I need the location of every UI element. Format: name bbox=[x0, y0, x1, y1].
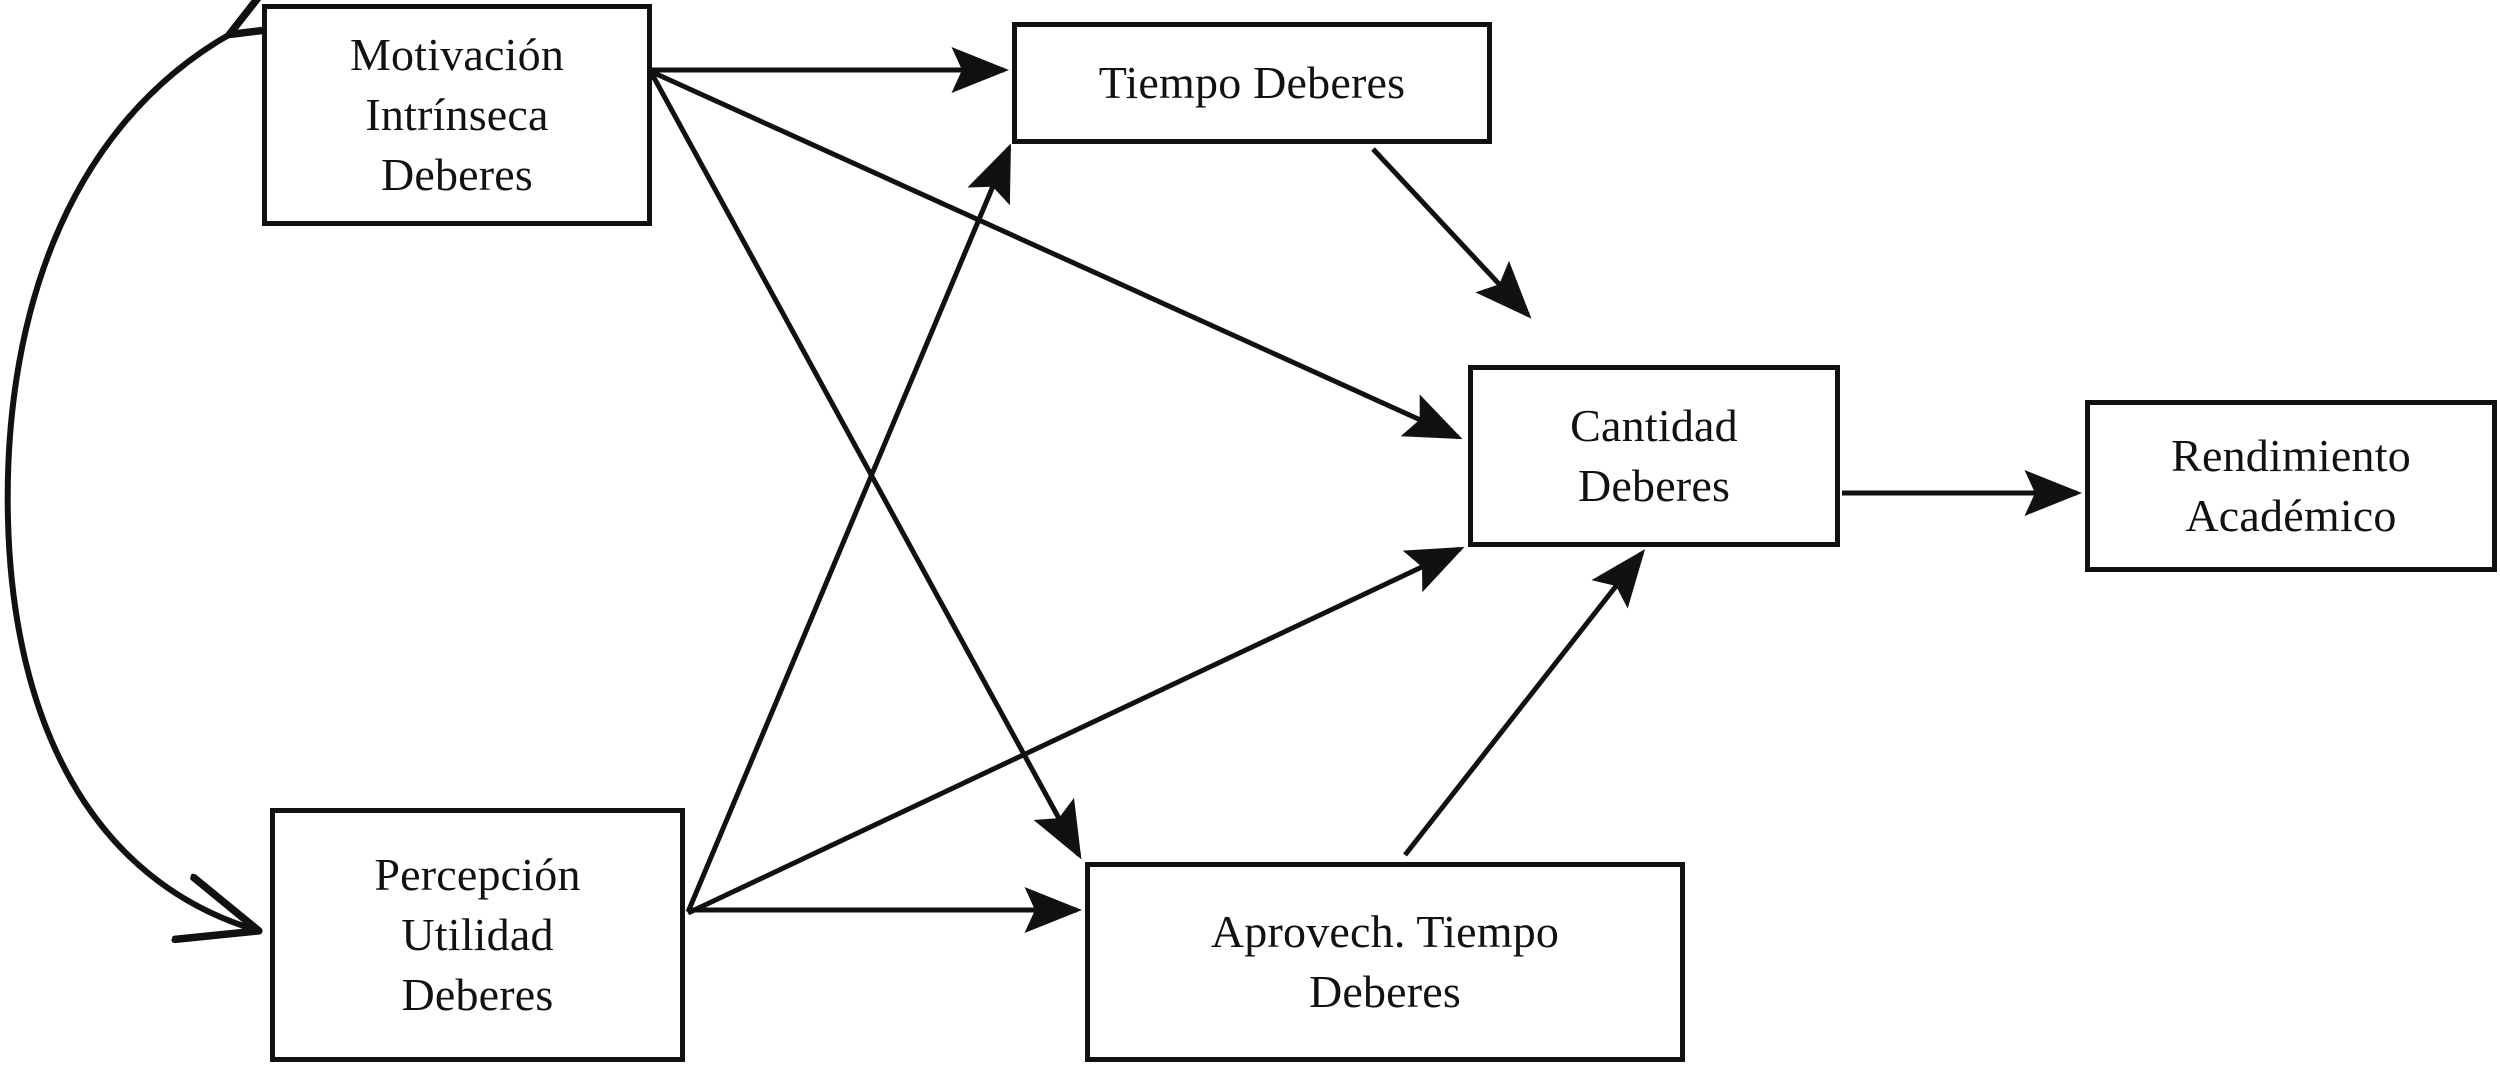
node-label: Motivación Intrínseca Deberes bbox=[349, 29, 565, 200]
edge-motivacion-percepcion-correlation bbox=[4, 33, 256, 930]
edge-tiempo-to-cantidad bbox=[1371, 147, 1532, 319]
edge-motivacion-to-aprovechamiento bbox=[649, 72, 1082, 860]
node-rendimiento-academico[interactable]: Rendimiento Académico bbox=[2085, 400, 2497, 572]
node-aprovechamiento-tiempo-deberes[interactable]: Aprovech. Tiempo Deberes bbox=[1085, 862, 1685, 1062]
node-label: Aprovech. Tiempo Deberes bbox=[1210, 906, 1560, 1017]
node-motivacion-intrinseca-deberes[interactable]: Motivación Intrínseca Deberes bbox=[262, 4, 652, 226]
edge-percepcion-to-tiempo bbox=[685, 143, 1012, 913]
edge-aprovechamiento-to-cantidad bbox=[1403, 549, 1646, 857]
node-tiempo-deberes[interactable]: Tiempo Deberes bbox=[1012, 22, 1492, 144]
node-label: Tiempo Deberes bbox=[1098, 57, 1406, 109]
node-label: Cantidad Deberes bbox=[1570, 400, 1738, 511]
node-percepcion-utilidad-deberes[interactable]: Percepción Utilidad Deberes bbox=[270, 808, 685, 1062]
edge-percepcion-to-cantidad bbox=[686, 546, 1465, 916]
node-cantidad-deberes[interactable]: Cantidad Deberes bbox=[1468, 365, 1840, 547]
node-label: Percepción Utilidad Deberes bbox=[374, 849, 581, 1020]
node-label: Rendimiento Académico bbox=[2171, 430, 2411, 541]
